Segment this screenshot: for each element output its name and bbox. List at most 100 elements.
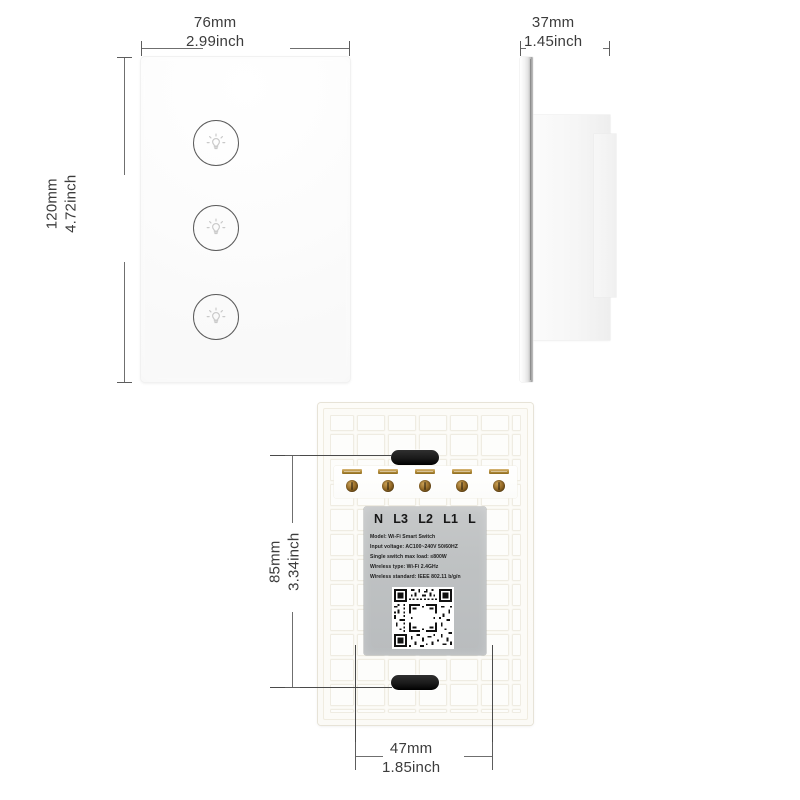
front-width-mm: 76mm: [193, 14, 237, 31]
light-bulb-icon: [206, 307, 226, 324]
back-height-label: 85mm 3.34inch: [266, 522, 304, 602]
top-slot-leader-line: [270, 455, 392, 456]
front-height-inch: 4.72inch: [62, 174, 79, 233]
spec-line-1: Input voltage: AC100~240V 50/60HZ: [370, 543, 458, 550]
qr-code-graphic: [392, 587, 454, 649]
front-height-tick-bottom: [117, 382, 132, 383]
lattice-cell: [512, 559, 521, 581]
top-mounting-slot: [391, 450, 439, 465]
front-height-dim-line-bottom: [124, 262, 125, 382]
lattice-cell: [512, 659, 521, 681]
back-width-leader-left: [355, 645, 356, 742]
side-depth-inch: 1.45inch: [524, 32, 583, 50]
side-body-step: [594, 134, 616, 297]
terminal-label-l1: L1: [443, 512, 459, 526]
side-profile-view: [520, 57, 630, 382]
terminal-label-l: L: [468, 512, 476, 526]
bottom-mounting-slot: [391, 675, 439, 690]
terminal-clamp-4: [452, 469, 472, 474]
front-height-mm: 120mm: [43, 178, 61, 230]
terminal-clamp-5: [489, 469, 509, 474]
lattice-cell: [330, 709, 354, 713]
lattice-cell: [330, 509, 354, 531]
lattice-cell: [512, 634, 521, 656]
lattice-cell: [330, 684, 354, 706]
front-height-label: 120mm 4.72inch: [43, 164, 81, 244]
back-width-tick-right: [492, 742, 493, 770]
lattice-cell: [481, 559, 509, 581]
bottom-slot-leader-line: [270, 687, 392, 688]
lattice-cell: [330, 534, 354, 556]
lattice-cell: [450, 709, 478, 713]
terminal-strip: [334, 466, 517, 498]
side-depth-tick-right: [609, 41, 610, 56]
front-width-inch: 2.99inch: [186, 32, 245, 50]
lattice-cell: [481, 659, 509, 681]
light-bulb-icon: [206, 218, 226, 235]
lattice-cell: [481, 534, 509, 556]
back-width-label: 47mm 1.85inch: [382, 740, 440, 778]
front-width-label: 76mm 2.99inch: [186, 14, 244, 52]
lattice-cell: [388, 415, 416, 431]
back-width-dim-line-right: [464, 756, 492, 757]
side-depth-mm: 37mm: [531, 14, 575, 31]
lattice-cell: [330, 415, 354, 431]
front-height-dim-line-top: [124, 57, 125, 175]
lattice-cell: [330, 659, 354, 681]
lattice-cell: [481, 709, 509, 713]
lattice-cell: [481, 584, 509, 606]
front-height-tick-top: [117, 57, 132, 58]
lattice-cell: [481, 509, 509, 531]
spec-line-2: Single switch max load: ≤800W: [370, 553, 447, 560]
lattice-cell: [512, 609, 521, 631]
lattice-cell: [512, 509, 521, 531]
terminal-screw-l3: [382, 480, 394, 492]
spec-line-4: Wireless standard: IEEE 802.11 b/g/n: [370, 573, 461, 580]
back-width-inch: 1.85inch: [382, 758, 441, 776]
lattice-cell: [357, 684, 385, 706]
lattice-cell: [450, 684, 478, 706]
front-width-dim-line-left: [141, 48, 203, 49]
spec-line-0: Model: Wi-Fi Smart Switch: [370, 534, 436, 540]
back-width-mm: 47mm: [389, 740, 433, 757]
side-depth-tick-left: [520, 41, 521, 56]
lattice-cell: [419, 415, 447, 431]
lattice-cell: [330, 434, 354, 456]
touch-button-1[interactable]: [193, 120, 239, 166]
lattice-cell: [481, 434, 509, 456]
back-width-leader-right: [492, 645, 493, 742]
lattice-cell: [512, 434, 521, 456]
terminal-clamp-3: [415, 469, 435, 474]
lattice-cell: [481, 415, 509, 431]
lattice-cell: [481, 609, 509, 631]
front-width-tick-right: [349, 41, 350, 56]
lattice-cell: [357, 434, 385, 456]
back-height-tick-bottom: [285, 687, 300, 688]
back-width-tick-left: [355, 742, 356, 770]
lattice-cell: [330, 609, 354, 631]
terminal-screw-l: [493, 480, 505, 492]
terminal-label-n: N: [373, 512, 384, 526]
terminal-label-l2: L2: [418, 512, 434, 526]
touch-button-2[interactable]: [193, 205, 239, 251]
lattice-cell: [450, 434, 478, 456]
lattice-cell: [330, 634, 354, 656]
lattice-cell: [330, 559, 354, 581]
lattice-cell: [450, 415, 478, 431]
touch-button-3[interactable]: [193, 294, 239, 340]
lattice-cell: [330, 584, 354, 606]
lattice-cell: [388, 709, 416, 713]
terminal-screw-n: [346, 480, 358, 492]
back-height-mm: 85mm: [266, 540, 284, 583]
light-bulb-icon: [206, 133, 226, 150]
front-width-tick-left: [141, 41, 142, 56]
front-width-dim-line-right: [290, 48, 350, 49]
terminal-clamp-2: [378, 469, 398, 474]
lattice-cell: [481, 634, 509, 656]
front-panel-view: [141, 57, 350, 382]
